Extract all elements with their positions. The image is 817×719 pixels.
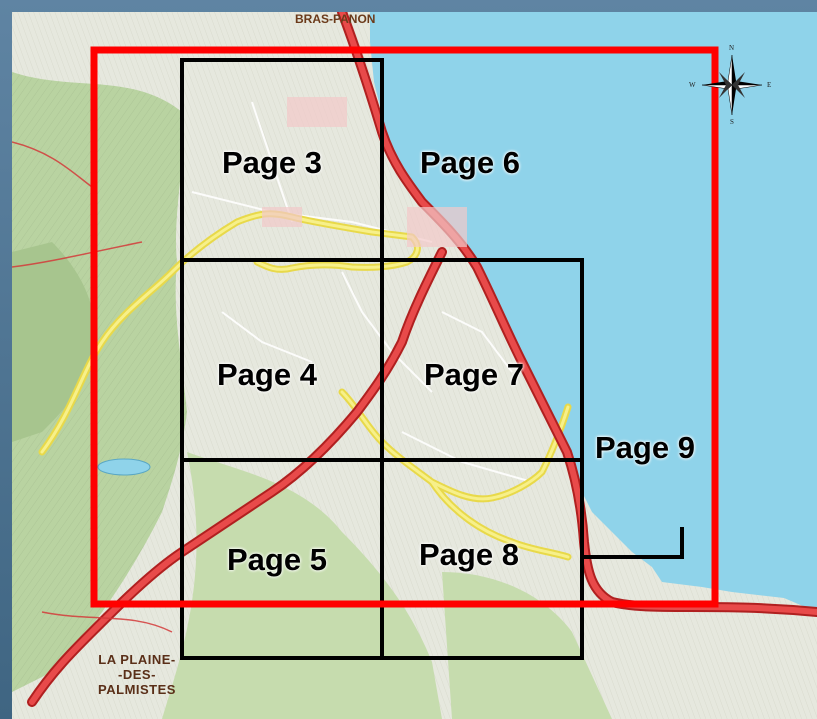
compass-w: W	[689, 81, 696, 89]
page-7-label[interactable]: Page 7	[424, 357, 524, 392]
page-3-label[interactable]: Page 3	[222, 145, 322, 180]
page-grid	[180, 58, 684, 660]
boundaries	[12, 141, 173, 633]
compass-s: S	[730, 118, 734, 126]
town-line-1: LA PLAINE-	[98, 652, 176, 667]
compass-rose: N S E W	[689, 44, 771, 126]
map-canvas	[12, 12, 817, 719]
page-4-label[interactable]: Page 4	[217, 357, 317, 392]
page-9-label[interactable]: Page 9	[595, 430, 695, 465]
map-view[interactable]: BRAS-PANON LA PLAINE- -DES- PALMISTES Pa…	[12, 12, 817, 719]
forest-west-relief	[12, 72, 187, 692]
town-plaine-des-palmistes: LA PLAINE- -DES- PALMISTES	[92, 652, 182, 697]
lake	[97, 458, 151, 476]
print-extent	[90, 46, 719, 608]
town-line-3: PALMISTES	[98, 682, 176, 697]
compass-n: N	[729, 44, 735, 52]
compass-icon	[701, 54, 763, 116]
page-8-label[interactable]: Page 8	[419, 537, 519, 572]
town-bras-panon: BRAS-PANON	[295, 12, 376, 26]
forest-southeast	[442, 572, 612, 719]
town-line-2: -DES-	[118, 667, 156, 682]
ocean-area	[370, 12, 817, 612]
page-6-label[interactable]: Page 6	[420, 145, 520, 180]
urban-areas	[262, 97, 467, 247]
page-5-label[interactable]: Page 5	[227, 542, 327, 577]
compass-e: E	[767, 81, 772, 89]
